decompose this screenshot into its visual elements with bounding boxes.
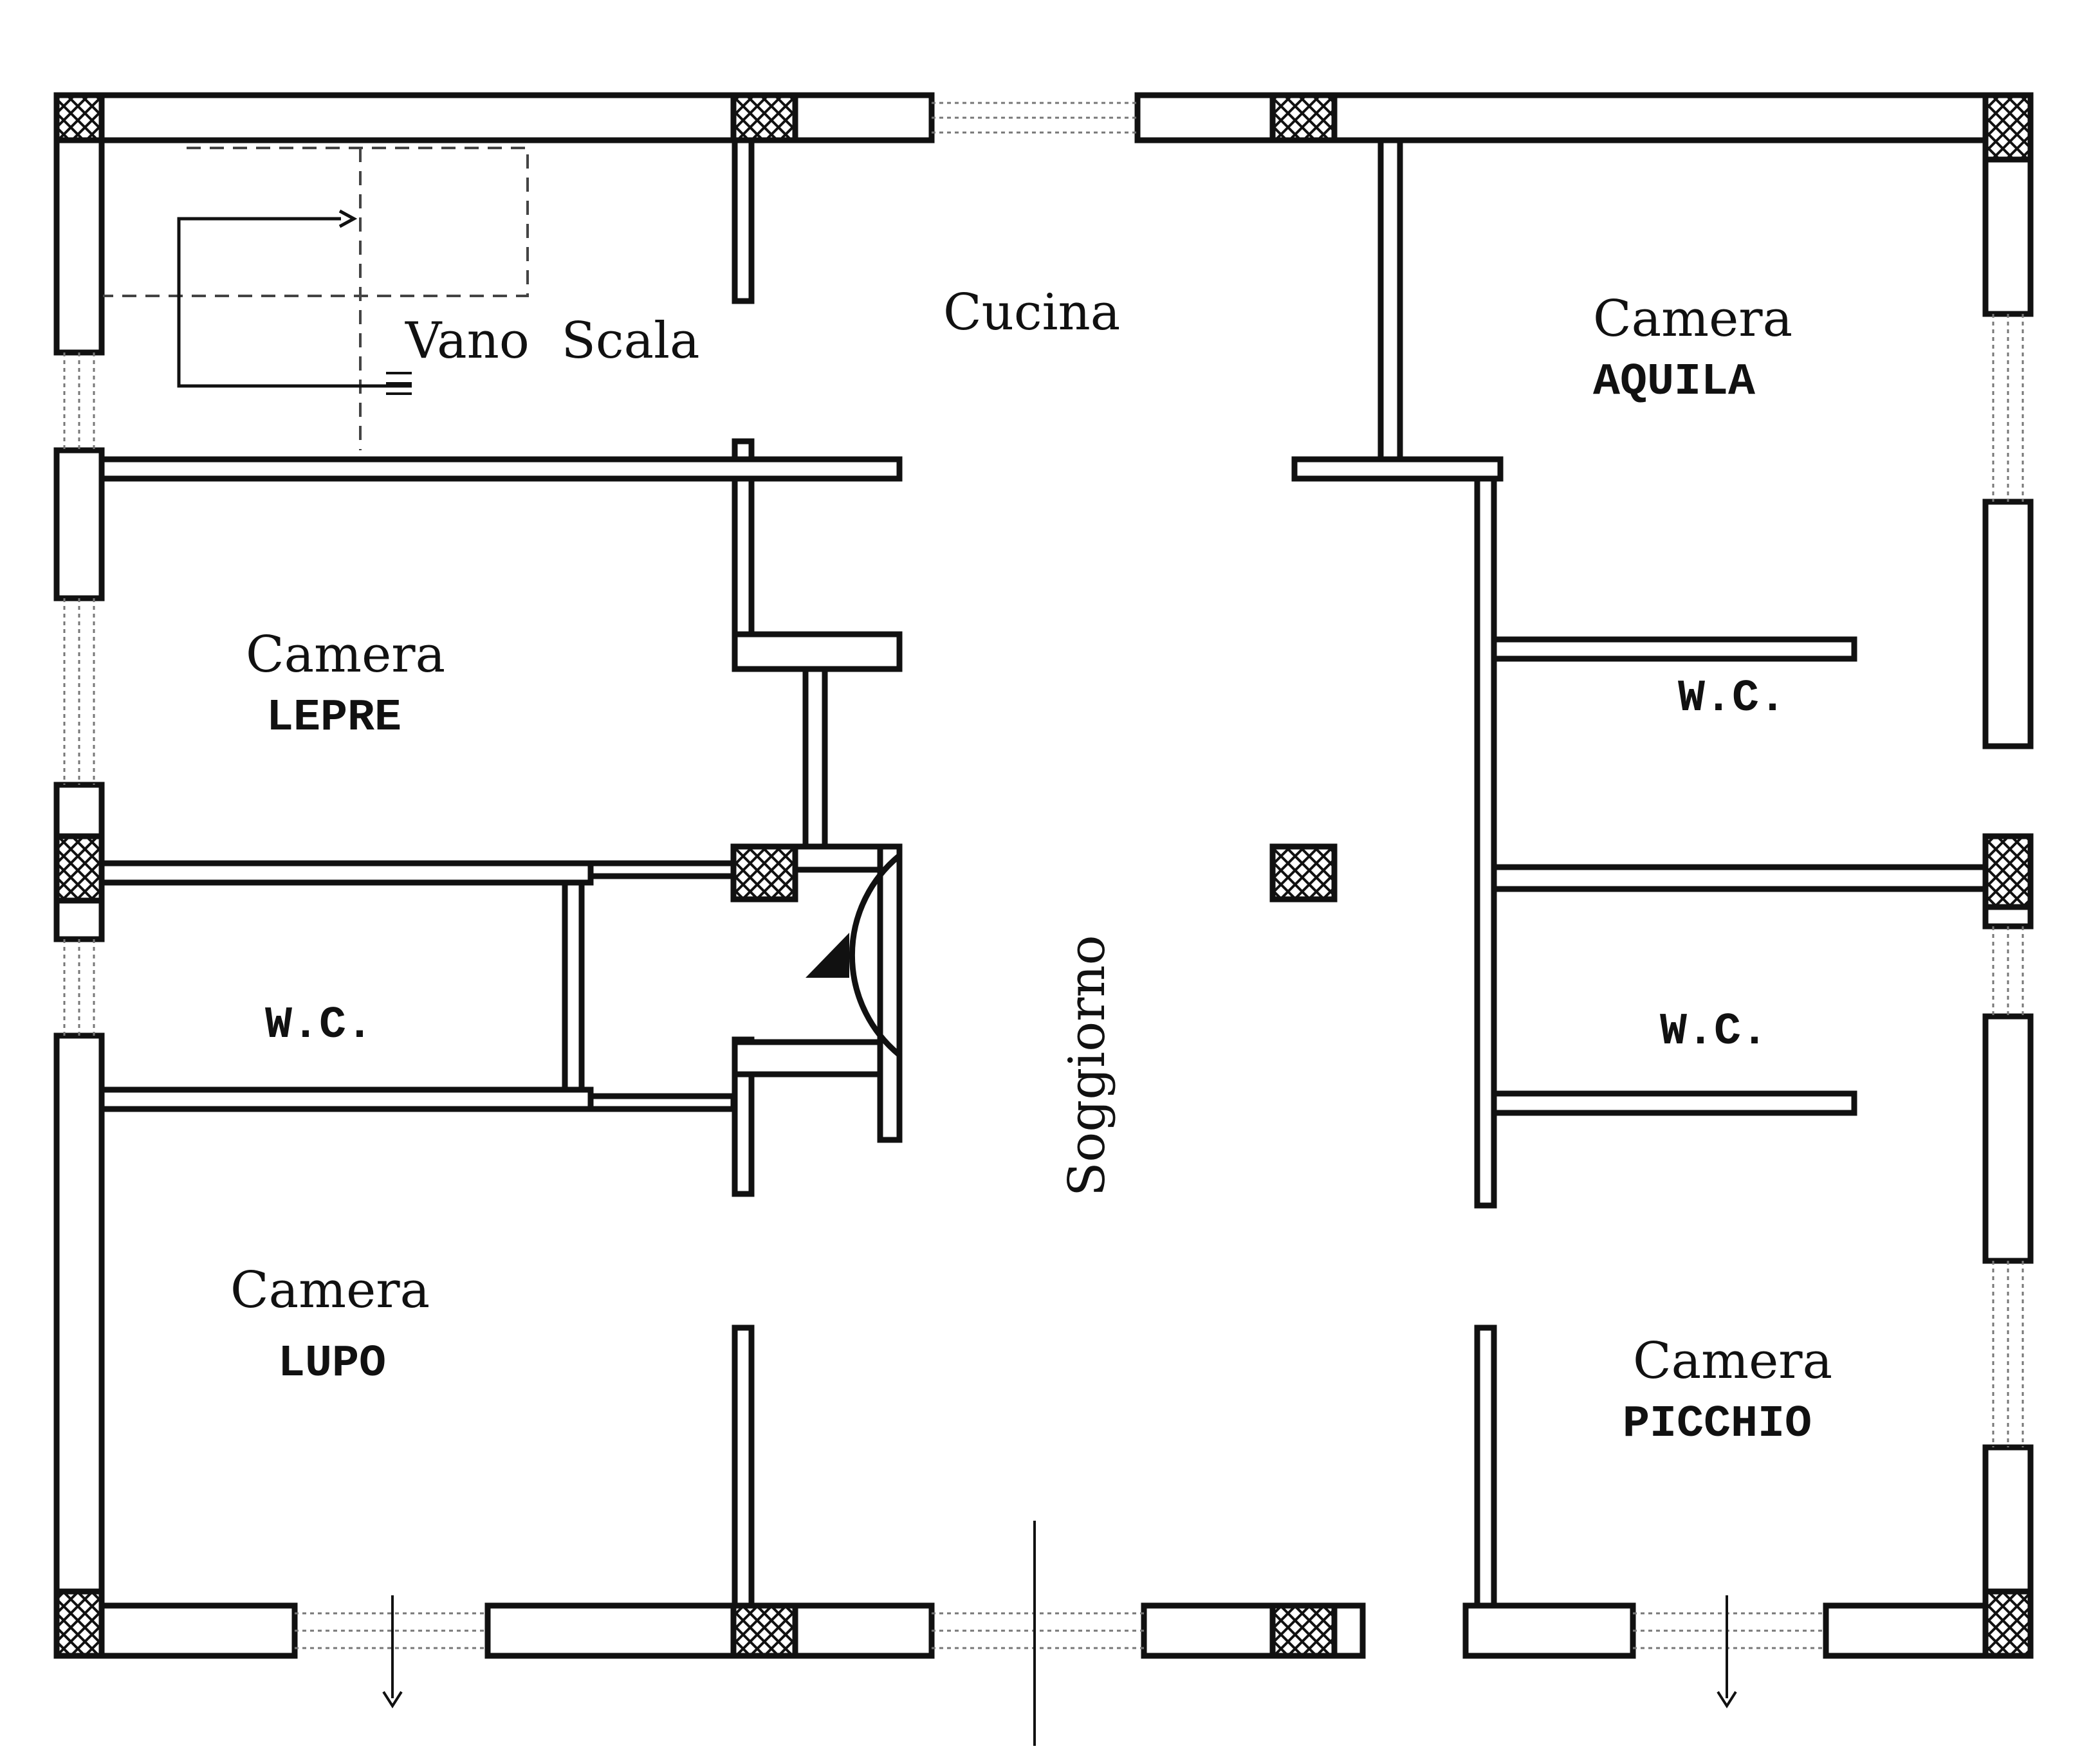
room-label-lupo-name: LUPO (278, 1339, 386, 1389)
interior-partitions (98, 137, 1989, 1609)
room-label-stair: Vano Scala (405, 312, 700, 370)
room-label-living: Soggiorno (1058, 935, 1116, 1196)
living-pillar (1269, 843, 1338, 903)
window-openings (63, 102, 2024, 1649)
room-label-picchio-camera: Camera (1633, 1332, 1832, 1390)
room-label-kitchen: Cucina (943, 284, 1120, 342)
room-label-wc-right-top: W.C. (1678, 674, 1786, 724)
room-label-lepre-name: LEPRE (266, 693, 401, 744)
room-label-lupo-camera: Camera (230, 1261, 430, 1319)
room-label-wc-left: W.C. (265, 1000, 373, 1051)
room-label-wc-right-bottom: W.C. (1660, 1007, 1768, 1058)
room-label-aquila-camera: Camera (1593, 290, 1792, 348)
room-label-picchio-name: PICCHIO (1623, 1399, 1812, 1450)
stair-symbol (103, 147, 529, 450)
section-arrow-right (1717, 1595, 1737, 1709)
room-label-aquila-name: AQUILA (1593, 357, 1755, 408)
section-arrow-left (382, 1595, 403, 1709)
room-label-lepre-camera: Camera (246, 626, 445, 684)
